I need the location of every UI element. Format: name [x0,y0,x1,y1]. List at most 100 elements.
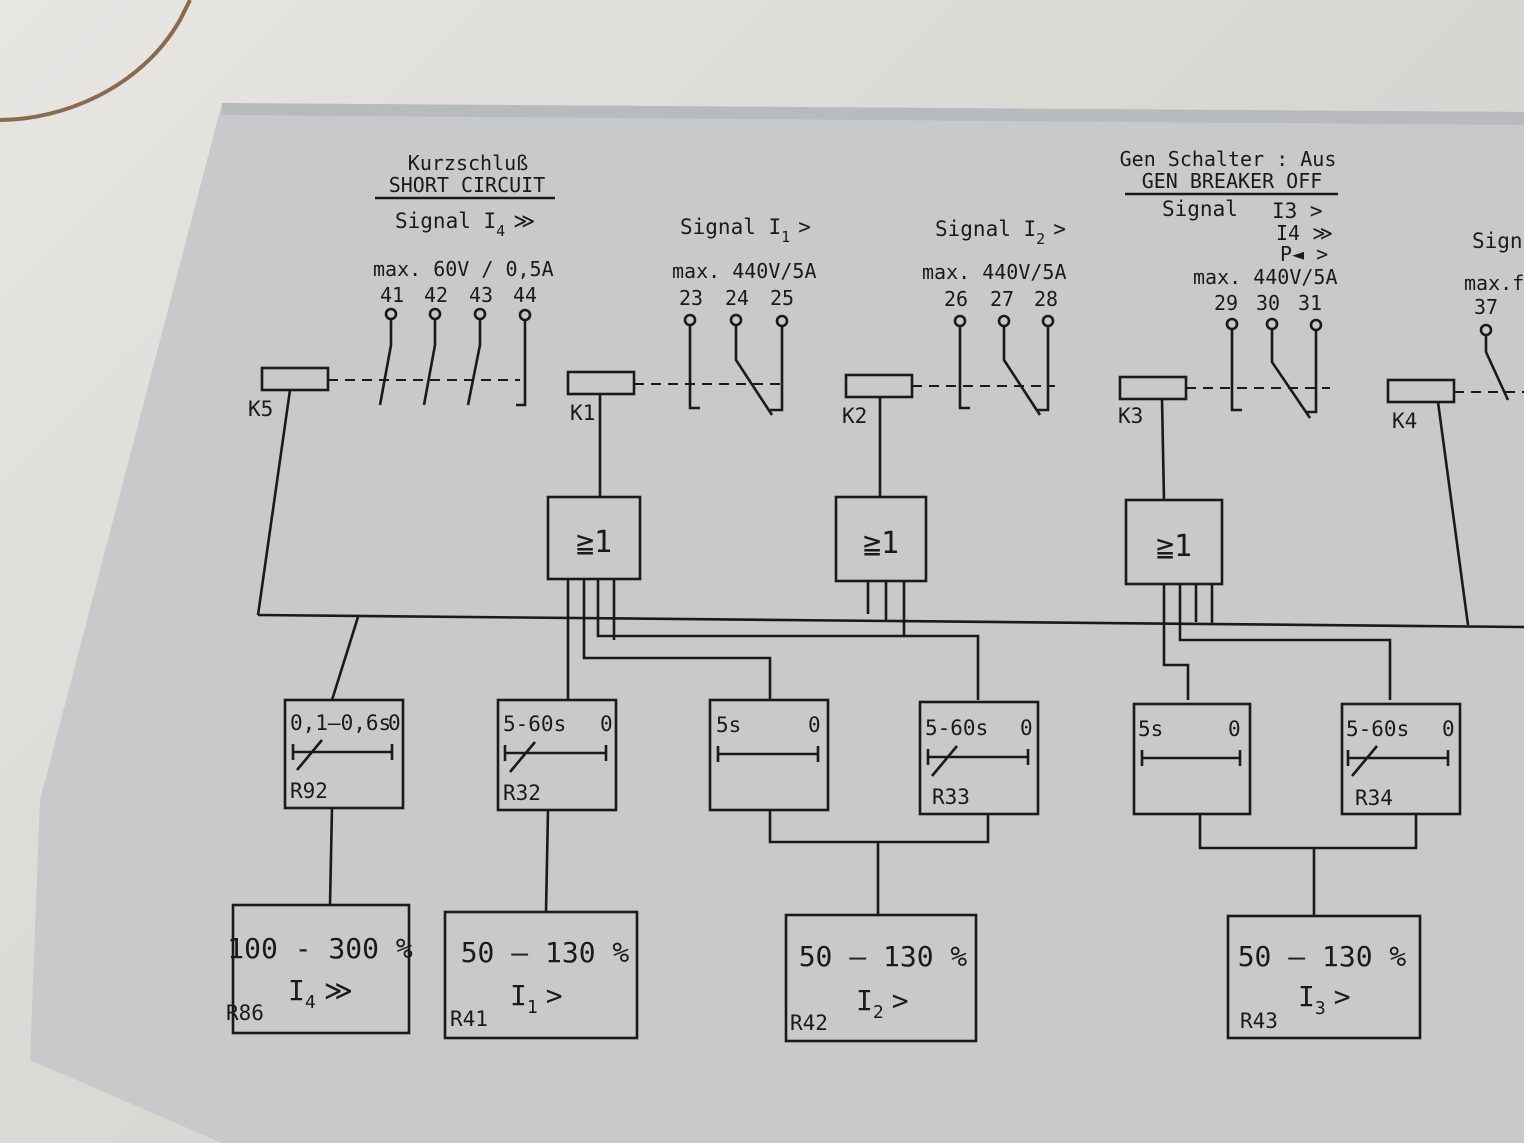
terminal-41: 41 [380,283,404,307]
timer-r34-range: 5-60s [1346,717,1409,741]
timer-r34-name: R34 [1355,786,1393,810]
setting-r43-name: R43 [1240,1009,1278,1033]
edge-rating-partial: max.f [1464,271,1524,295]
terminal-24: 24 [725,286,749,310]
timer-r32-range: 5-60s [503,712,566,736]
relay-label-k4: K4 [1392,409,1417,433]
or-gate-3-label: ≧1 [1156,529,1192,564]
svg-text:Signal I1>: Signal I1 > [680,215,811,246]
signal-i2-rating: max. 440V/5A [922,260,1067,284]
timer-r32 [496,698,618,812]
timer-r33-zero: 0 [1020,716,1033,740]
setting-r86 [231,903,411,1035]
setting-r43-sym: > [1334,980,1351,1013]
or-gate-2-label: ≧1 [863,526,899,561]
wiring [231,192,1524,1043]
timer-5s-1-zero: 0 [808,713,821,737]
or-gate-2 [834,495,928,583]
signal-i1-sub: 1 [781,228,790,246]
timer-r33-name: R33 [932,785,970,809]
gen-breaker-signal: Signal [1162,197,1238,221]
relay-label-k3: K3 [1118,404,1143,428]
terminal-26: 26 [944,287,968,311]
signal-i2-label: Signal I [935,217,1036,241]
terminal-37: 37 [1474,295,1498,319]
timer-5s-2-range: 5s [1138,717,1163,741]
svg-text:I1>: I1 > [510,979,563,1018]
timer-r34-zero: 0 [1442,717,1455,741]
svg-text:Signal I2>: Signal I2 > [935,217,1066,248]
terminal-28: 28 [1034,287,1058,311]
plate-surface [30,103,1524,1143]
svg-text:Signal I4≫: Signal I4≫ [395,209,535,240]
setting-r41-sym: > [546,979,563,1012]
setting-r41-sub: 1 [527,997,538,1018]
gen-breaker-title-en: GEN BREAKER OFF [1142,169,1323,193]
terminal-44: 44 [513,283,537,307]
setting-r43 [1226,914,1422,1040]
background-cable [0,0,192,122]
signal-i1-sym: > [798,215,811,239]
timer-r92-range: 0,1–0,6s [290,711,391,735]
gen-breaker-cond-i4: I4 ≫ [1276,221,1333,245]
short-circuit-signal: Signal I [395,209,496,233]
timer-5s-2-zero: 0 [1228,717,1241,741]
short-circuit-rating: max. 60V / 0,5A [373,257,554,281]
signal-i2-sub: 2 [1036,230,1045,248]
terminal-27: 27 [990,287,1014,311]
timer-r32-zero: 0 [600,712,613,736]
gen-breaker-cond-i3: I3 > [1272,199,1323,223]
setting-r42-sym: > [892,984,909,1017]
or-gate-1 [546,495,642,581]
setting-r42 [784,913,978,1043]
terminal-29: 29 [1214,291,1238,315]
svg-text:I4≫: I4 ≫ [288,974,353,1013]
setting-r86-sym: ≫ [324,974,353,1007]
timer-5s-2 [1132,702,1252,816]
setting-r42-symbol: I [856,984,873,1017]
or-gate-1-label: ≧1 [576,525,612,560]
timer-r92-name: R92 [290,779,328,803]
signal-i2-sym: > [1053,217,1066,241]
timer-r33 [918,700,1040,816]
timer-r92 [283,698,405,810]
relay-label-k1: K1 [570,401,595,425]
short-circuit-signal-sym: ≫ [513,209,535,233]
setting-r43-sub: 3 [1315,998,1326,1019]
terminal-43: 43 [469,283,493,307]
svg-text:I3>: I3 > [1298,980,1351,1019]
gen-breaker-title-de: Gen Schalter : Aus [1120,147,1337,171]
setting-r42-range: 50 – 130 % [799,940,968,973]
setting-r86-symbol: I [288,974,305,1007]
setting-r41 [443,910,639,1040]
setting-r86-sub: 4 [305,992,316,1013]
terminal-30: 30 [1256,291,1280,315]
edge-signal-partial: Signa [1472,229,1524,253]
terminal-42: 42 [424,283,448,307]
gen-breaker-cond-p: P◄ > [1280,242,1328,266]
timer-r33-range: 5-60s [925,716,988,740]
setting-r41-range: 50 – 130 % [461,936,630,969]
relay-label-k5: K5 [248,397,273,421]
terminal-25: 25 [770,286,794,310]
timer-r34 [1340,702,1462,816]
setting-r43-symbol: I [1298,980,1315,1013]
setting-r41-name: R41 [450,1007,488,1031]
gen-breaker-rating: max. 440V/5A [1193,265,1338,289]
terminal-31: 31 [1298,291,1322,315]
short-circuit-title-de: Kurzschluß [408,151,528,175]
signal-i1-label: Signal I [680,215,781,239]
timer-r32-name: R32 [503,781,541,805]
setting-r41-symbol: I [510,979,527,1012]
setting-r42-sub: 2 [873,1002,884,1023]
short-circuit-title-en: SHORT CIRCUIT [389,173,546,197]
setting-r43-range: 50 – 130 % [1238,940,1407,973]
relay-label-k2: K2 [842,404,867,428]
timer-5s-1-range: 5s [716,713,741,737]
terminal-23: 23 [679,286,703,310]
svg-text:I2>: I2 > [856,984,909,1023]
timer-r92-zero: 0 [388,711,401,735]
signal-i1-rating: max. 440V/5A [672,259,817,283]
or-gate-3 [1124,498,1224,586]
